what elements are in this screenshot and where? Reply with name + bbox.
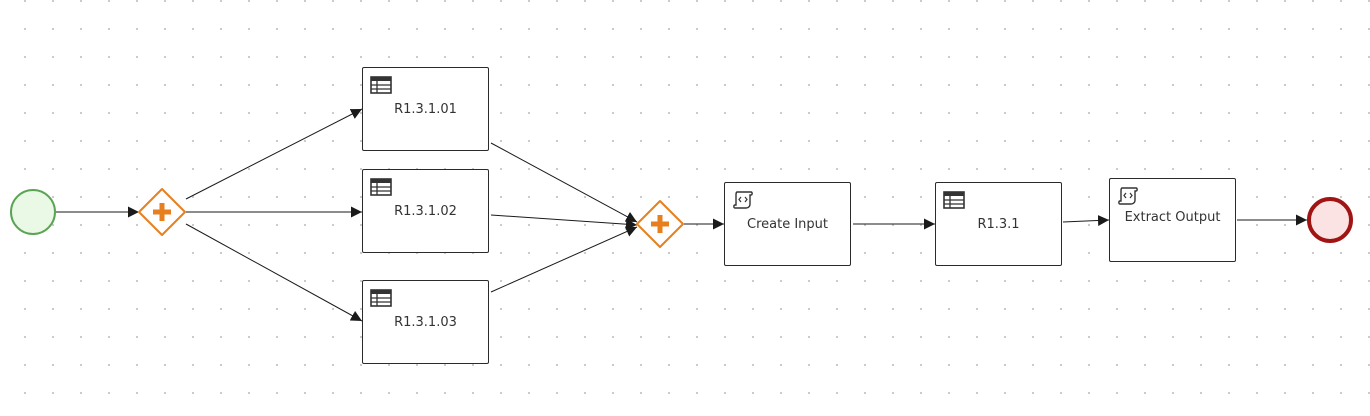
start-event[interactable] [10,189,56,235]
parallel-gateway-join[interactable] [636,200,684,248]
task-r13101[interactable]: R1.3.1.01 [362,67,489,151]
task-label: Extract Output [1124,209,1221,225]
task-label: R1.3.1 [977,216,1020,232]
end-event[interactable] [1307,197,1353,243]
decision-table-icon [370,289,392,307]
flow-r13102-to-join[interactable] [490,214,638,230]
flow-r13101-to-join[interactable] [490,142,638,223]
task-r13102[interactable]: R1.3.1.02 [362,169,489,253]
flow-split-to-r13103[interactable] [185,223,363,322]
flow-r13103-to-join[interactable] [490,226,638,293]
task-label: R1.3.1.01 [394,101,457,117]
plus-icon [153,203,171,221]
task-r13103[interactable]: R1.3.1.03 [362,280,489,364]
decision-table-icon [943,191,965,209]
task-label: Create Input [747,216,828,232]
flow-r131-to-extract-output[interactable] [1062,214,1110,226]
plus-icon [651,215,669,233]
task-r131[interactable]: R1.3.1 [935,182,1062,266]
decision-table-icon [370,178,392,196]
flow-split-to-r13101[interactable] [185,108,363,200]
script-icon [733,191,753,209]
task-create-input[interactable]: Create Input [724,182,851,266]
task-extract-output[interactable]: Extract Output [1109,178,1236,262]
decision-table-icon [370,76,392,94]
task-label: R1.3.1.03 [394,314,457,330]
parallel-gateway-split[interactable] [138,188,186,236]
script-icon [1118,187,1138,205]
task-label: R1.3.1.02 [394,203,457,219]
